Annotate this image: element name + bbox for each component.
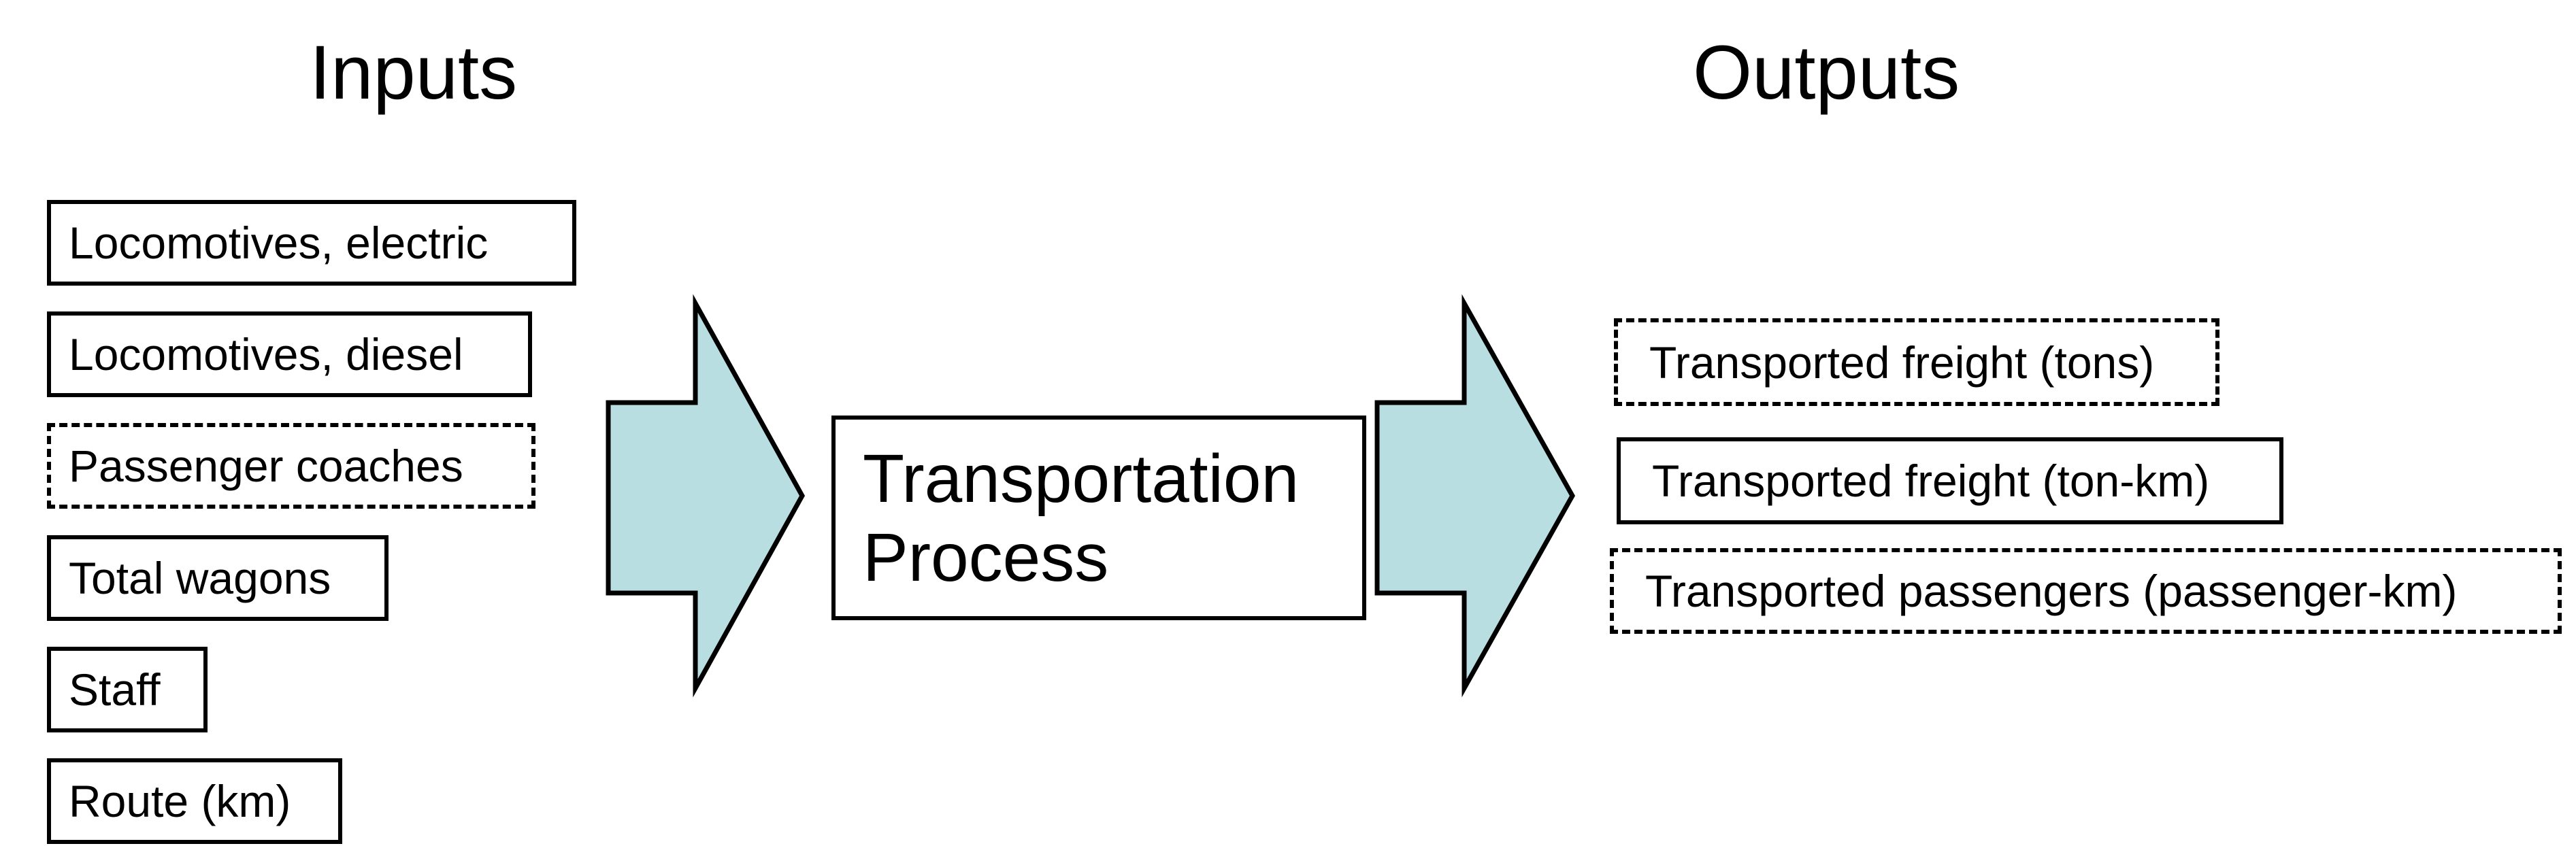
input-box-route-km: Route (km) [47,758,342,844]
input-label: Locomotives, diesel [69,329,463,379]
process-to-outputs-block-arrow-icon [1374,294,1576,698]
input-box-total-wagons: Total wagons [47,535,389,621]
output-box-transported-passengers-passenger-km: Transported passengers (passenger-km) [1610,548,2562,634]
outputs-section-title: Outputs [1693,30,1960,115]
input-box-passenger-coaches: Passenger coaches [47,423,535,509]
output-label: Transported freight (tons) [1649,337,2155,388]
input-label: Locomotives, electric [69,218,489,268]
input-box-locomotives-diesel: Locomotives, diesel [47,311,532,397]
inputs-section-title: Inputs [310,30,518,115]
output-box-transported-freight-ton-km: Transported freight (ton-km) [1617,437,2283,524]
input-label: Route (km) [69,776,291,826]
output-box-transported-freight-tons: Transported freight (tons) [1614,318,2219,406]
input-box-staff: Staff [47,647,208,732]
inputs-to-process-block-arrow-icon [606,294,806,698]
input-box-locomotives-electric: Locomotives, electric [47,200,576,286]
input-label: Passenger coaches [69,441,463,491]
input-label: Total wagons [69,553,331,603]
process-label-line2: Process [863,519,1109,596]
output-label: Transported passengers (passenger-km) [1645,566,2458,616]
process-label-line1: Transportation [863,440,1300,517]
output-label: Transported freight (ton-km) [1652,456,2210,506]
transportation-process-box: Transportation Process [831,416,1366,620]
input-label: Staff [69,664,161,715]
